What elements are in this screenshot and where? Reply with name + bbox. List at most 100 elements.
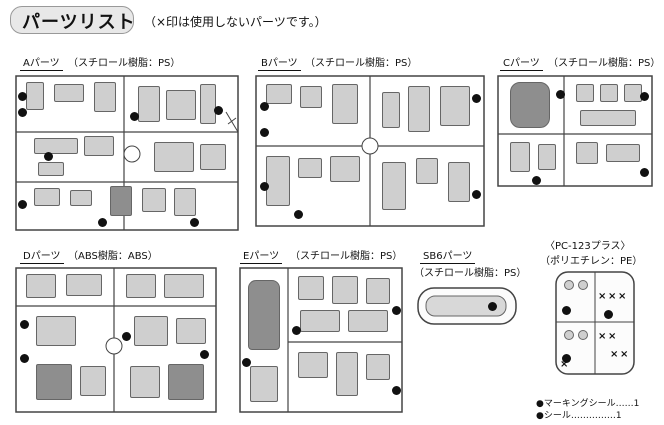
part-d11 bbox=[168, 364, 204, 400]
part-a3 bbox=[94, 82, 116, 112]
sheet-sb6-label: SB6パーツ bbox=[420, 251, 476, 264]
part-b7 bbox=[266, 156, 290, 206]
part-number-marker bbox=[44, 152, 53, 161]
part-d1 bbox=[26, 274, 56, 298]
part-a1 bbox=[26, 82, 44, 110]
part-d3 bbox=[126, 274, 156, 298]
unused-x-mark: × bbox=[598, 291, 607, 302]
part-b9 bbox=[330, 156, 360, 182]
part-e1 bbox=[248, 280, 280, 350]
part-number-marker bbox=[392, 306, 401, 315]
page-title: パーツリスト bbox=[22, 12, 136, 33]
part-number-marker bbox=[472, 94, 481, 103]
part-e4 bbox=[366, 278, 390, 304]
part-number-marker bbox=[392, 386, 401, 395]
part-number-marker bbox=[20, 354, 29, 363]
part-c8 bbox=[576, 142, 598, 164]
part-a12 bbox=[34, 188, 60, 206]
sheet-c-material: （スチロール樹脂：PS） bbox=[548, 58, 661, 69]
part-c7 bbox=[538, 144, 556, 170]
sheet-sb6-material: （スチロール樹脂：PS） bbox=[414, 268, 527, 279]
part-d4 bbox=[164, 274, 204, 298]
part-e5 bbox=[300, 310, 340, 332]
part-b5 bbox=[408, 86, 430, 132]
part-number-marker bbox=[532, 176, 541, 185]
part-number-marker bbox=[260, 102, 269, 111]
part-a16 bbox=[174, 188, 196, 216]
part-number-marker bbox=[98, 218, 107, 227]
part-d5 bbox=[36, 316, 76, 346]
sheet-a-label: Aパーツ bbox=[20, 58, 63, 71]
runner-d bbox=[14, 266, 220, 416]
part-a2 bbox=[54, 84, 84, 102]
part-e2 bbox=[298, 276, 324, 300]
runner-sb6 bbox=[416, 286, 518, 326]
sheet-pc-label: 〈PC-123プラス〉 bbox=[545, 241, 631, 252]
unused-x-mark: × bbox=[598, 331, 607, 342]
part-number-marker bbox=[122, 332, 131, 341]
footer-marking-seal: ●マーキングシール……1 bbox=[536, 399, 640, 409]
runner-pc-frame-lines bbox=[555, 271, 635, 375]
part-a7 bbox=[34, 138, 78, 154]
part-d2 bbox=[66, 274, 102, 296]
part-number-marker bbox=[260, 128, 269, 137]
runner-a bbox=[14, 72, 240, 232]
part-number-marker bbox=[130, 112, 139, 121]
part-a13 bbox=[70, 190, 92, 206]
runner-d-frame-lines bbox=[15, 267, 217, 413]
part-number-marker bbox=[488, 302, 497, 311]
part-c2 bbox=[576, 84, 594, 102]
footer-seal: ●シール……………1 bbox=[536, 411, 622, 421]
part-number-marker bbox=[260, 182, 269, 191]
unused-x-mark: × bbox=[608, 331, 617, 342]
part-d9 bbox=[80, 366, 106, 396]
part-c6 bbox=[510, 142, 530, 172]
part-a15 bbox=[142, 188, 166, 212]
part-number-marker bbox=[562, 354, 571, 363]
sheet-pc-material: （ポリエチレン：PE） bbox=[540, 256, 643, 267]
part-e8 bbox=[336, 352, 358, 396]
sheet-d-material: （ABS樹脂：ABS） bbox=[68, 251, 158, 262]
part-number-marker bbox=[294, 210, 303, 219]
part-b1 bbox=[266, 84, 292, 104]
part-a11 bbox=[200, 144, 226, 170]
part-number-marker bbox=[20, 320, 29, 329]
part-d7 bbox=[176, 318, 206, 344]
part-number-marker bbox=[640, 92, 649, 101]
unused-x-mark: × bbox=[608, 291, 617, 302]
runner-b bbox=[254, 72, 486, 232]
part-a9 bbox=[38, 162, 64, 176]
part-a8 bbox=[84, 136, 114, 156]
part-a10 bbox=[154, 142, 194, 172]
part-number-marker bbox=[604, 310, 613, 319]
part-b12 bbox=[448, 162, 470, 202]
part-number-marker bbox=[18, 200, 27, 209]
part-b3 bbox=[332, 84, 358, 124]
part-e6 bbox=[348, 310, 388, 332]
unused-x-mark: × bbox=[620, 349, 629, 360]
part-b8 bbox=[298, 158, 322, 178]
page-note: （×印は使用しないパーツです。） bbox=[144, 15, 327, 29]
sheet-b-label: Bパーツ bbox=[258, 58, 301, 71]
unused-x-mark: × bbox=[610, 349, 619, 360]
part-a14 bbox=[110, 186, 132, 216]
part-a4 bbox=[138, 86, 160, 122]
runner-pc: × × × × × × × × bbox=[554, 270, 636, 376]
part-d8 bbox=[36, 364, 72, 400]
sheet-a-material: （スチロール樹脂：PS） bbox=[68, 58, 181, 69]
part-a6 bbox=[200, 84, 216, 124]
sheet-c-label: Cパーツ bbox=[500, 58, 543, 71]
part-c4 bbox=[624, 84, 642, 102]
part-e10 bbox=[250, 366, 278, 402]
part-e9 bbox=[366, 354, 390, 380]
runner-sb6-frame-lines bbox=[417, 287, 517, 325]
sheet-e-material: （スチロール樹脂：PS） bbox=[290, 251, 403, 262]
sheet-e-label: Eパーツ bbox=[240, 251, 283, 264]
unused-x-mark: × bbox=[618, 291, 627, 302]
part-e7 bbox=[298, 352, 328, 378]
sheet-d-label: Dパーツ bbox=[20, 251, 64, 264]
runner-c bbox=[496, 72, 656, 190]
part-c9 bbox=[606, 144, 640, 162]
part-pc-cap bbox=[578, 330, 588, 340]
runner-c-frame-lines bbox=[497, 75, 653, 187]
